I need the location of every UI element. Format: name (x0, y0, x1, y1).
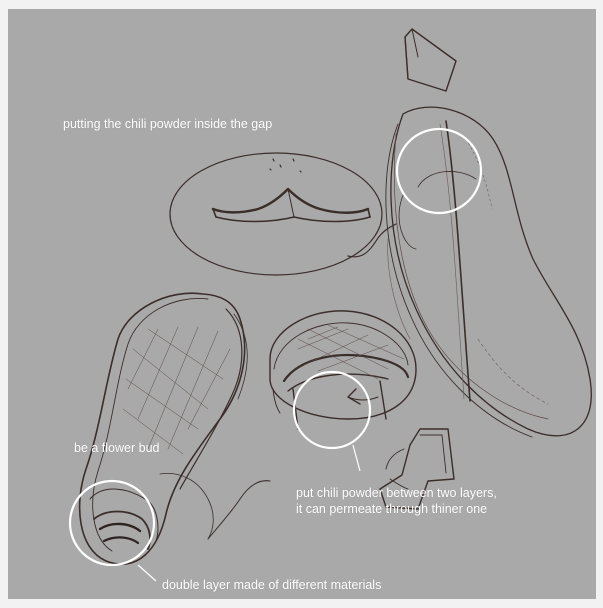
wrapper-box-sketch (405, 29, 456, 91)
toe-cap-sketch (270, 311, 416, 429)
layers-pointer-line (353, 445, 360, 471)
left-sole-sketch (80, 293, 270, 564)
gap-annotation: putting the chili powder inside the gap (63, 117, 272, 132)
bud-highlight-circle (70, 481, 154, 565)
layers-highlight-circle (294, 372, 370, 448)
sketch-canvas: putting the chili powder inside the gap … (8, 9, 596, 599)
double-layer-annotation: double layer made of different materials (162, 578, 381, 593)
layers-annotation-line1: put chili powder between two layers, (296, 485, 497, 501)
layers-annotation-line2: it can permeate through thiner one (296, 501, 497, 517)
flower-bud-annotation: be a flower bud (74, 441, 159, 456)
gap-highlight-circle (397, 129, 481, 213)
double-layer-pointer-line (138, 565, 156, 581)
layers-annotation: put chili powder between two layers, it … (296, 485, 497, 517)
right-sole-sketch (348, 107, 591, 437)
